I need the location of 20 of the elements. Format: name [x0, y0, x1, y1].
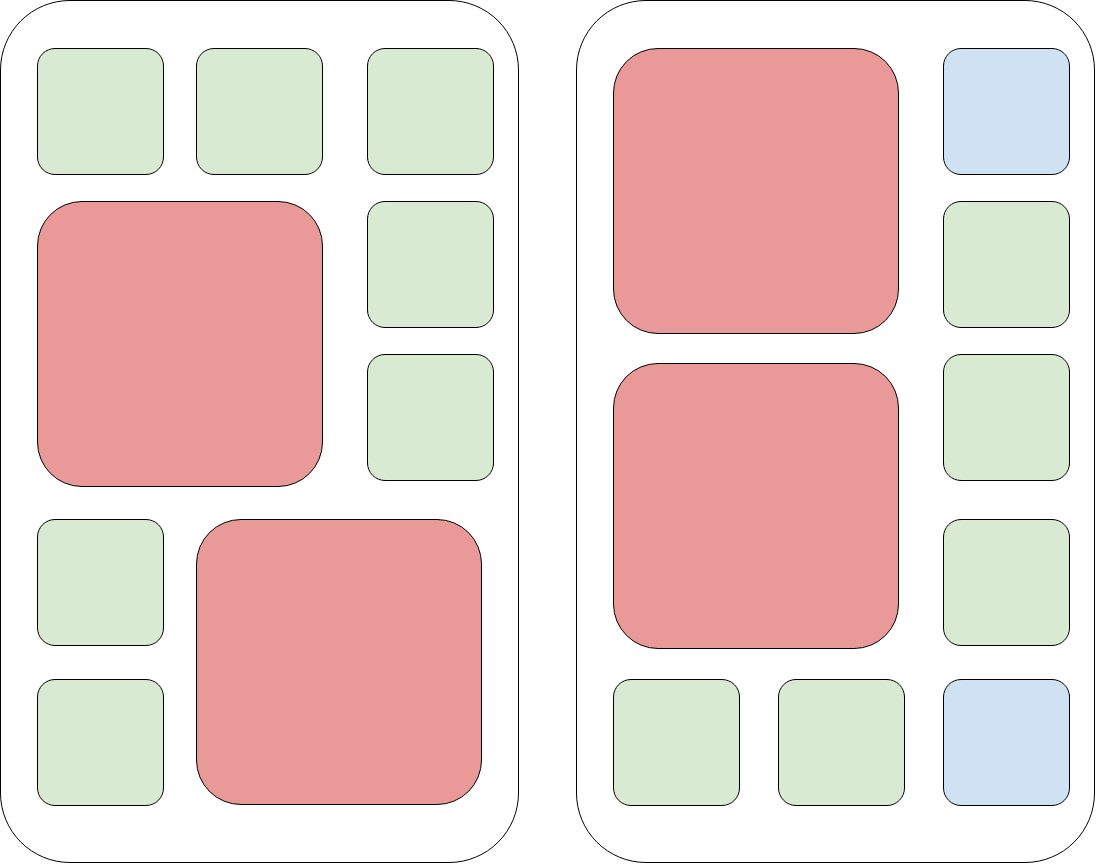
panel-background	[576, 0, 1095, 863]
tile	[943, 201, 1070, 328]
tile	[943, 354, 1070, 481]
tile	[367, 354, 494, 481]
panel-background	[0, 0, 519, 863]
tile	[37, 519, 164, 646]
large-tile	[613, 48, 899, 334]
large-tile	[196, 519, 482, 805]
tile	[37, 679, 164, 806]
tile	[367, 48, 494, 175]
tile	[943, 679, 1070, 806]
large-tile	[613, 363, 899, 649]
tile	[196, 48, 323, 175]
tile	[778, 679, 905, 806]
tile	[943, 48, 1070, 175]
tile	[943, 519, 1070, 646]
tile	[367, 201, 494, 328]
large-tile	[37, 201, 323, 487]
tile	[613, 679, 740, 806]
tile	[37, 48, 164, 175]
